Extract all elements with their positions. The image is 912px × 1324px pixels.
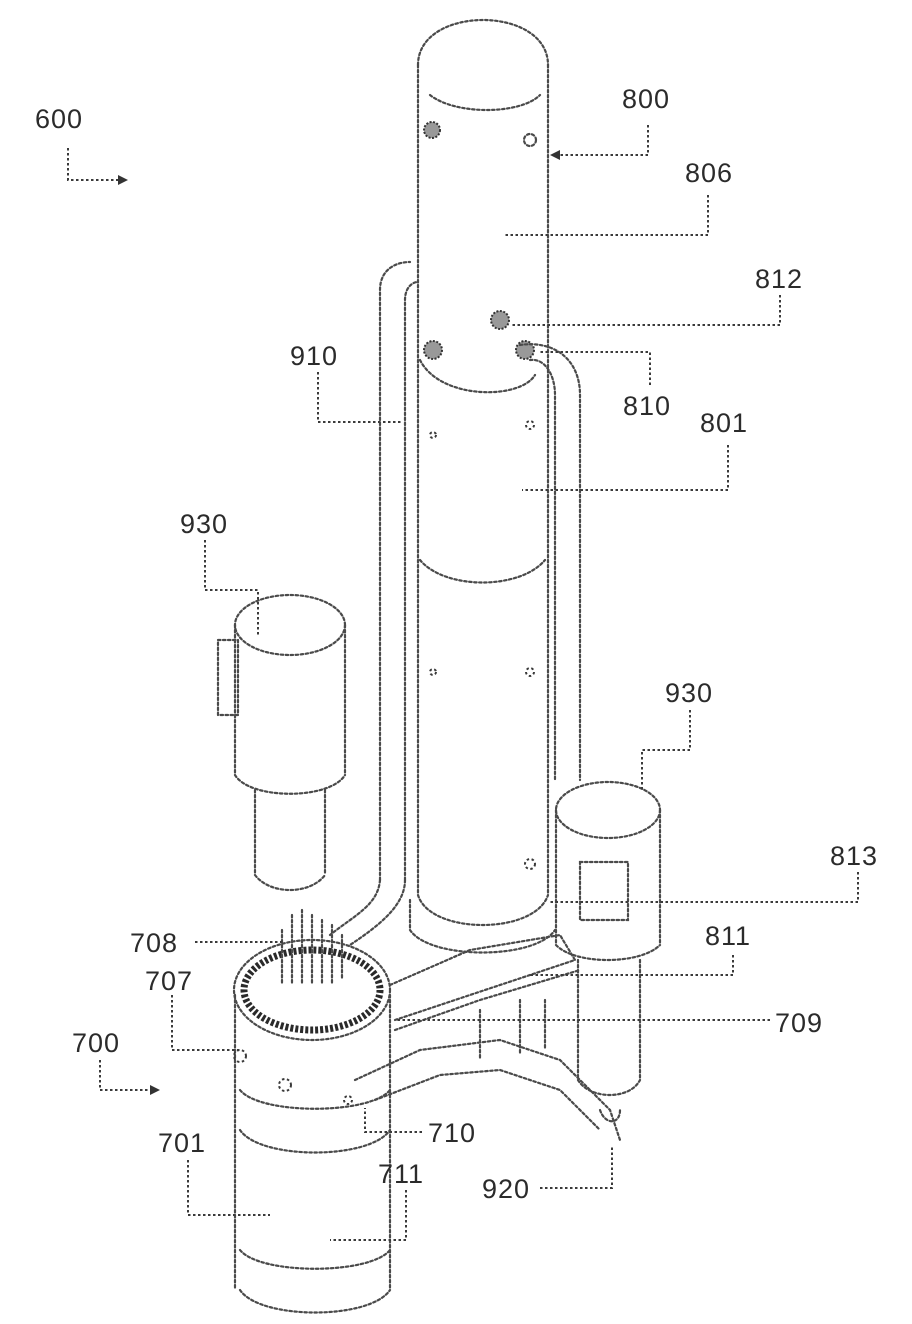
reference-numerals: 600 800 806 812 910 810 801 930 930 813 … [35, 84, 878, 1204]
label-709: 709 [775, 1008, 823, 1038]
label-600: 600 [35, 104, 83, 134]
label-810: 810 [623, 391, 671, 421]
vessel-port-left-mid [424, 341, 442, 359]
steam-generator-vessel [410, 20, 555, 953]
label-707: 707 [145, 966, 193, 996]
pipe-810 [520, 344, 580, 780]
control-rod-drives [282, 910, 342, 985]
label-930-right: 930 [665, 678, 713, 708]
label-708: 708 [130, 928, 178, 958]
pump-930-right [556, 782, 660, 1095]
vessel-dot [526, 668, 534, 676]
label-700: 700 [72, 1028, 120, 1058]
reactor-port [279, 1079, 291, 1091]
label-813: 813 [830, 841, 878, 871]
vessel-port-812 [491, 311, 509, 329]
vessel-port-upper-right [524, 134, 536, 146]
label-920: 920 [482, 1174, 530, 1204]
label-801: 801 [700, 408, 748, 438]
vessel-dot [430, 669, 436, 675]
label-710: 710 [428, 1118, 476, 1148]
vessel-dot [525, 859, 535, 869]
label-812: 812 [755, 264, 803, 294]
label-811: 811 [705, 921, 751, 951]
vessel-dot [526, 421, 534, 429]
label-701: 701 [158, 1128, 206, 1158]
reactor-vessel [234, 940, 390, 1313]
label-930-left: 930 [180, 509, 228, 539]
pump-930-left [218, 595, 345, 890]
label-800: 800 [622, 84, 670, 114]
vessel-port-upper-left [424, 122, 440, 138]
label-711: 711 [378, 1159, 424, 1189]
label-910: 910 [290, 341, 338, 371]
reactor-port [344, 1096, 352, 1104]
connecting-ducts [355, 935, 620, 1140]
vessel-dot [430, 432, 436, 438]
riser-pipe-910 [330, 262, 418, 945]
label-806: 806 [685, 158, 733, 188]
